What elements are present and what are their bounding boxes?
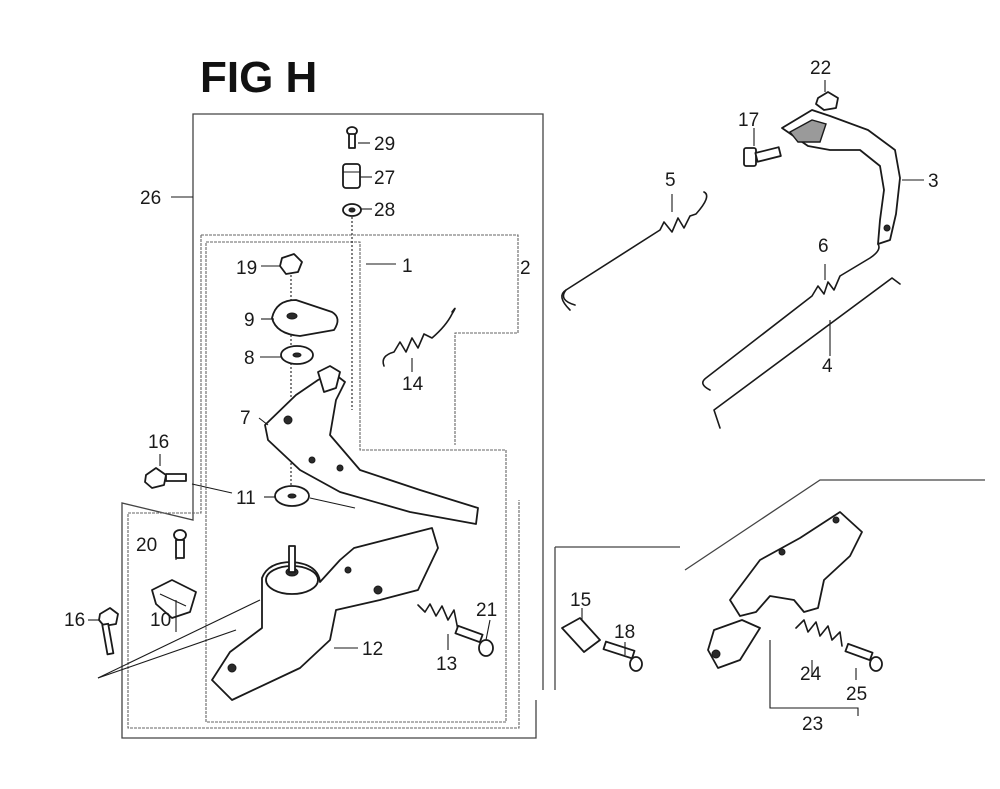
part-15-collar [561,617,601,653]
callout-27: 27 [374,168,395,189]
callout-19: 19 [236,258,257,279]
callout-4: 4 [822,356,833,377]
part-7-lever [264,365,479,525]
callout-25: 25 [846,684,867,705]
part-16-bolt-lower [98,607,119,656]
callout-15: 15 [570,590,591,611]
callout-5: 5 [665,170,676,191]
part-6-spring-rod [702,243,880,391]
callout-1: 1 [402,256,413,277]
callout-24: 24 [800,664,822,685]
callout-16-lower: 16 [64,610,85,631]
part-10-clip [151,579,197,619]
callout-18: 18 [614,622,635,643]
part-16-bolt-upper [144,467,187,489]
part-25-bolt [844,642,883,672]
callout-9: 9 [244,310,255,331]
part-5-spring-rod [561,191,708,311]
assembly-frame-2 [127,234,520,729]
part-29-bolt [346,126,358,149]
part-19-nut [279,253,303,275]
assembly-frame-right [554,479,985,690]
part-9-plate [271,299,339,337]
part-11-washer [274,485,310,507]
part-18-bolt [602,640,643,672]
callout-7: 7 [240,408,251,429]
assembly-frame-1 [205,241,507,723]
part-28-washer [342,203,362,217]
callout-3: 3 [928,171,939,192]
part-21-bolt [454,624,494,657]
callout-29: 29 [374,134,395,155]
callout-26: 26 [140,188,161,209]
part-24-spring [795,619,843,647]
leader-lines [88,80,924,716]
part-3-control-lever [781,109,901,245]
callout-17: 17 [738,110,759,131]
callout-8: 8 [244,348,255,369]
part-14-spring [382,307,456,367]
callout-2: 2 [520,258,531,279]
callout-28: 28 [374,200,395,221]
callout-6: 6 [818,236,829,257]
callout-16-upper: 16 [148,432,169,453]
part-4-rod [713,277,901,429]
part-22-nut [815,91,839,111]
part-27-collar [342,163,361,189]
callout-22: 22 [810,58,831,79]
part-8-washer [280,345,314,365]
figure-title: FIG H [200,53,317,102]
part-13-spring [417,603,459,631]
part-12-bracket [211,527,439,701]
part-20-bolt [173,529,187,559]
part-23-assembly [707,511,863,669]
callout-13: 13 [436,654,457,675]
callout-14: 14 [402,374,424,395]
callout-labels: 1 2 3 4 5 6 7 8 9 10 11 12 13 14 15 16 1… [64,58,939,735]
callout-23: 23 [802,714,823,735]
callout-12: 12 [362,639,383,660]
part-17-bolt [743,146,782,167]
callout-21: 21 [476,600,497,621]
callout-11: 11 [236,488,256,509]
callout-10: 10 [150,610,171,631]
callout-20: 20 [136,535,157,556]
assembly-frame-26 [121,113,544,739]
